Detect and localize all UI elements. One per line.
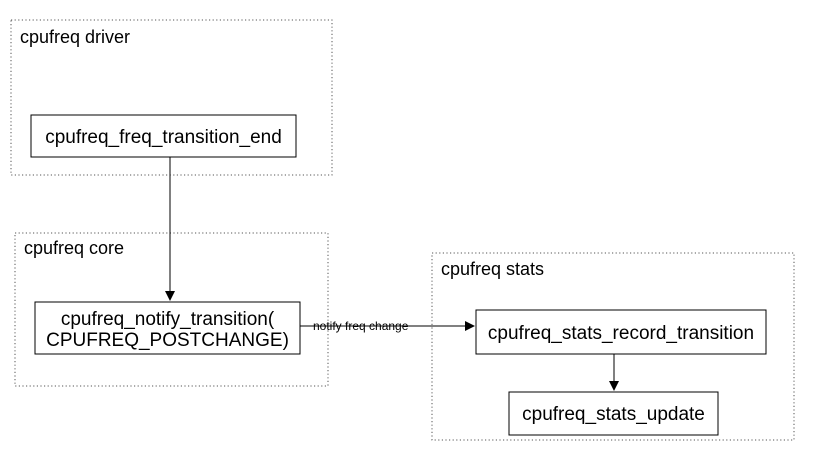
cluster-border [14, 232, 329, 387]
cluster-label-driver: cpufreq driver [20, 27, 130, 47]
node-freq-transition-end: cpufreq_freq_transition_end [30, 114, 297, 158]
node-label: cpufreq_stats_update [522, 404, 705, 425]
node-notify-transition: cpufreq_notify_transition( CPUFREQ_POSTC… [34, 301, 301, 355]
cluster-cpufreq-stats: cpufreq stats [431, 252, 795, 441]
cluster-label-core: cpufreq core [24, 238, 124, 258]
node-box [34, 301, 301, 355]
node-label-line1: cpufreq_notify_transition( [61, 309, 275, 330]
cluster-cpufreq-core: cpufreq core [14, 232, 329, 387]
cluster-cpufreq-driver: cpufreq driver [10, 19, 333, 176]
edge-label-notify: notify freq change [313, 319, 409, 333]
cluster-border [431, 252, 795, 441]
node-label-line2: CPUFREQ_POSTCHANGE) [46, 330, 289, 351]
node-label: cpufreq_freq_transition_end [45, 127, 282, 148]
cluster-label-stats: cpufreq stats [441, 259, 544, 279]
node-box [30, 114, 297, 158]
node-stats-update: cpufreq_stats_update [508, 391, 719, 436]
node-label: cpufreq_stats_record_transition [488, 323, 754, 344]
node-stats-record-transition: cpufreq_stats_record_transition [475, 309, 767, 355]
node-box [475, 309, 767, 355]
node-box [508, 391, 719, 436]
